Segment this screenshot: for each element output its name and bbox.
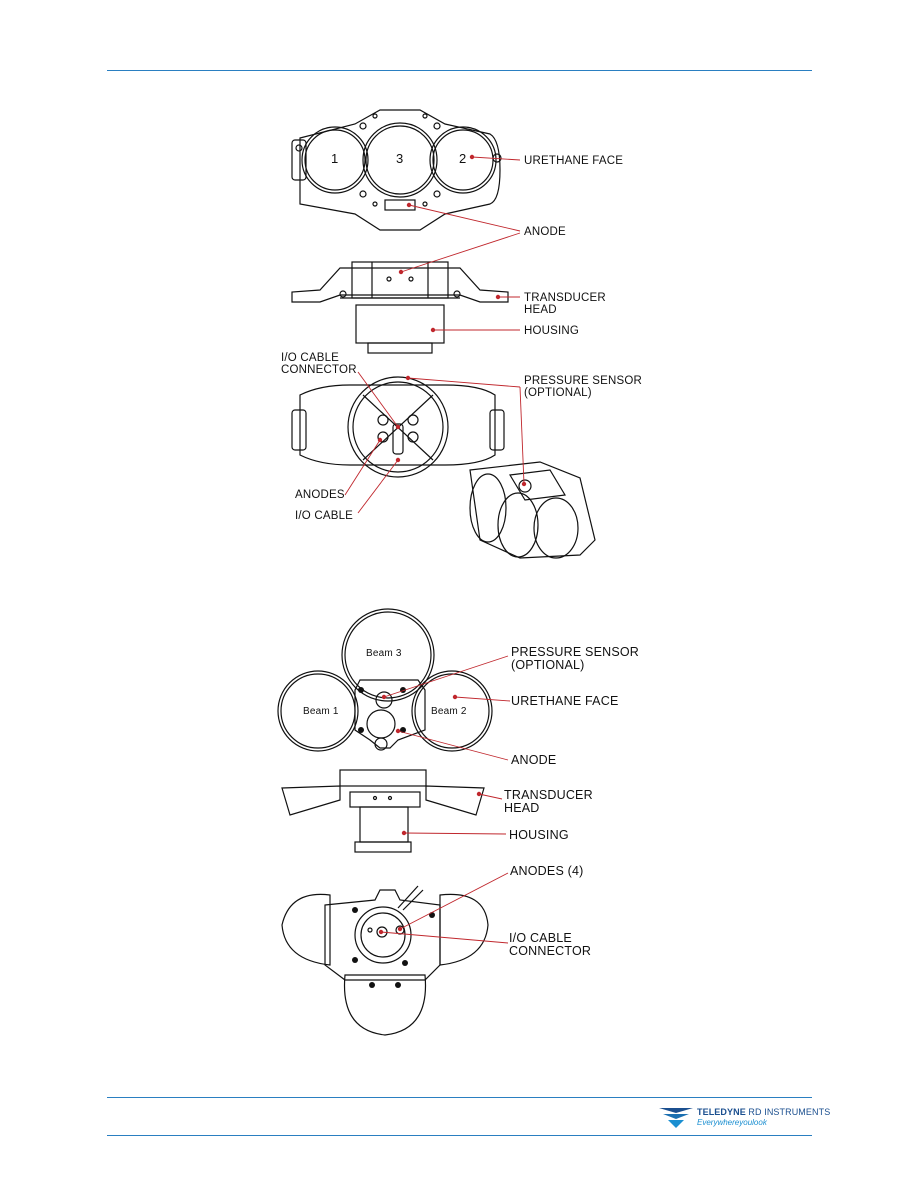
footer-rule-bottom [107, 1135, 812, 1136]
bottom-back-view [281, 885, 489, 1036]
bottom-side-view [281, 769, 485, 853]
label-transducer-head-bottom: TRANSDUCER HEAD [504, 788, 593, 815]
bottom-face-view [277, 608, 493, 752]
footer-rule-top [107, 1097, 812, 1098]
label-anodes-4-bottom: ANODES (4) [510, 864, 584, 878]
label-pressure-sensor-top: PRESSURE SENSOR (OPTIONAL) [524, 375, 643, 399]
callout-dots [377, 154, 527, 935]
label-pressure-sensor-bottom: PRESSURE SENSOR (OPTIONAL) [511, 645, 640, 672]
beam-3-number: 3 [396, 151, 404, 166]
beam-1-label: Beam 1 [303, 706, 339, 717]
label-transducer-head-top: TRANSDUCER HEAD [524, 292, 606, 316]
label-io-cable-top: I/O CABLE [295, 510, 354, 522]
teledyne-logo: TELEDYNE RD INSTRUMENTS Everywhereyouloo… [655, 1105, 830, 1130]
beam-2-number: 2 [459, 151, 467, 166]
top-face-view [291, 109, 502, 231]
label-io-cable-connector-bottom: I/O CABLE CONNECTOR [509, 931, 592, 958]
brand-name: TELEDYNE RD INSTRUMENTS [697, 1107, 831, 1117]
callout-lines [344, 156, 525, 944]
label-urethane-face-top: URETHANE FACE [524, 155, 624, 167]
label-housing-bottom: HOUSING [509, 828, 569, 842]
top-side-view [291, 261, 509, 354]
top-perspective-view [469, 461, 596, 559]
label-anode-top: ANODE [524, 226, 566, 238]
header-rule [107, 70, 812, 71]
beam-2-label: Beam 2 [431, 706, 467, 717]
brand-tagline: Everywhereyoulook [697, 1118, 767, 1127]
bolt-dots [352, 687, 435, 988]
teledyne-mark-icon [659, 1108, 693, 1128]
label-housing-top: HOUSING [524, 325, 580, 337]
label-io-cable-connector-top: I/O CABLE CONNECTOR [281, 352, 357, 376]
beam-1-number: 1 [331, 151, 339, 166]
beam-3-label: Beam 3 [366, 648, 402, 659]
label-anodes-top: ANODES [295, 489, 345, 501]
label-anode-bottom: ANODE [511, 753, 557, 767]
label-urethane-face-bottom: URETHANE FACE [511, 694, 619, 708]
